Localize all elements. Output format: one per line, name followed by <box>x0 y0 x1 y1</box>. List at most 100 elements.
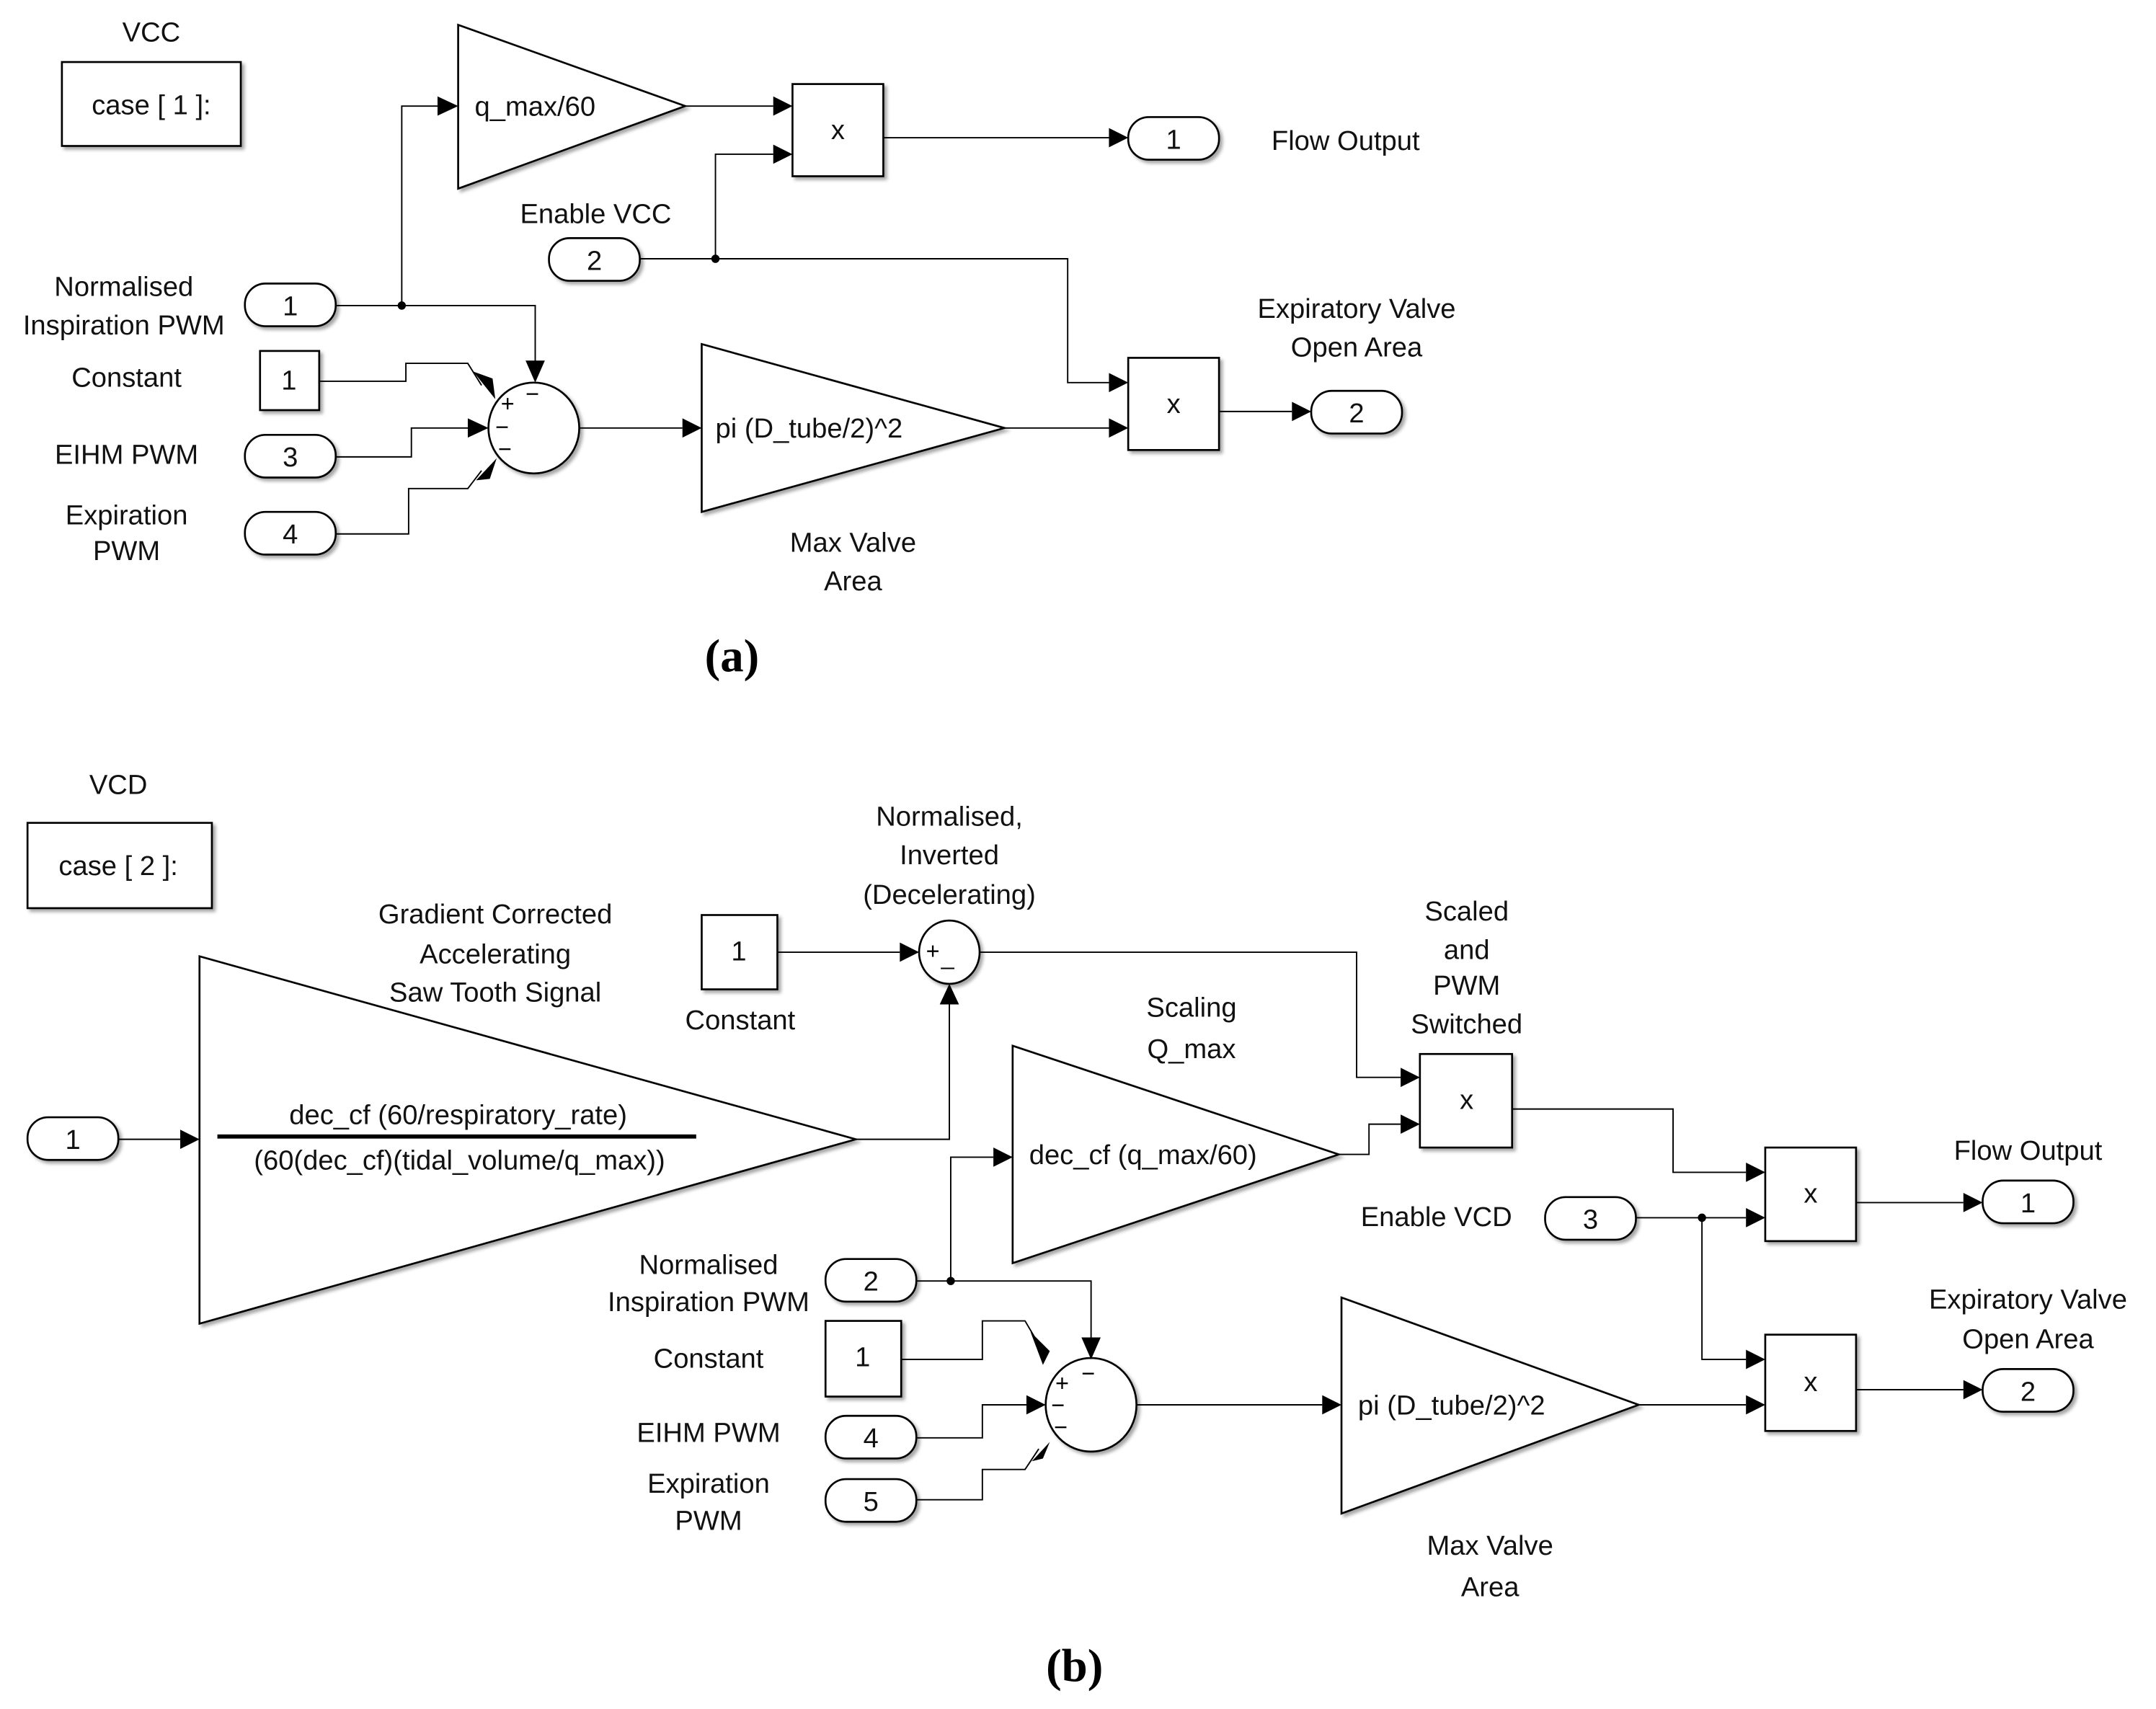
inport-label: PWM <box>675 1506 742 1537</box>
constant-value: 1 <box>731 936 746 967</box>
inport-label: Normalised <box>639 1250 778 1281</box>
product-block-flow[interactable] <box>1764 1146 1858 1243</box>
sum-sign: − <box>498 436 512 462</box>
sum-sign: + <box>926 938 940 964</box>
switch-label: and <box>1444 935 1490 966</box>
product-symbol: x <box>1804 1178 1817 1209</box>
wires-panel-b <box>118 942 1983 1501</box>
scaling-gain: dec_cf (q_max/60) <box>1029 1140 1257 1171</box>
panel-caption: (a) <box>705 631 760 683</box>
invert-label: (Decelerating) <box>863 879 1036 910</box>
sawtooth-label: Accelerating <box>420 938 571 969</box>
sum-sign: + <box>501 391 515 417</box>
outport-label: Open Area <box>1291 332 1423 363</box>
outport-expiratory-valve[interactable] <box>1982 1368 2075 1413</box>
sum-sign: − <box>1081 1361 1095 1387</box>
outport-label: Flow Output <box>1272 125 1420 156</box>
outport-flow-output[interactable] <box>1982 1179 2075 1225</box>
scaling-label: Q_max <box>1147 1034 1236 1065</box>
panel-a: VCC case [ 1 ]: q_max/60 x 1 Flow Output… <box>23 17 1456 682</box>
sawtooth-label: Saw Tooth Signal <box>389 977 601 1008</box>
case-label: case [ 1 ]: <box>92 90 210 121</box>
enable-label: Enable VCC <box>520 198 671 229</box>
outport-flow-output[interactable] <box>1127 116 1220 161</box>
product-block-valve[interactable] <box>1127 357 1220 451</box>
panel-caption: (b) <box>1046 1641 1103 1692</box>
max-valve-gain: pi (D_tube/2)^2 <box>1358 1390 1545 1421</box>
inport-number: 4 <box>864 1423 879 1454</box>
switch-label: Switched <box>1411 1009 1522 1040</box>
outport-number: 1 <box>1166 124 1181 155</box>
product-block-switch[interactable] <box>1419 1052 1514 1149</box>
product-symbol: x <box>831 115 845 146</box>
inport-number: 4 <box>283 519 298 550</box>
constant-value: 1 <box>281 365 296 396</box>
invert-label: Inverted <box>900 840 999 871</box>
inport-label: EIHM PWM <box>636 1418 780 1449</box>
sum-sign: − <box>1054 1414 1068 1440</box>
gain-qmax-block[interactable] <box>457 23 688 190</box>
case-block[interactable] <box>26 822 213 910</box>
sum-sign: + <box>1055 1370 1069 1396</box>
constant-label: Constant <box>654 1343 764 1374</box>
panel-b: VCD case [ 2 ]: 1 Gradient Corrected Acc… <box>26 770 2127 1692</box>
invert-constant-block[interactable] <box>701 914 778 990</box>
scaling-label: Scaling <box>1146 993 1236 1024</box>
max-valve-gain: pi (D_tube/2)^2 <box>716 413 903 444</box>
inport-number: 5 <box>864 1486 879 1517</box>
max-valve-label: Max Valve <box>790 528 916 559</box>
product-block-flow[interactable] <box>791 83 884 177</box>
sum-sign: − <box>1051 1392 1065 1418</box>
switch-label: Scaled <box>1424 896 1509 927</box>
constant-value: 1 <box>855 1342 870 1373</box>
case-title: VCD <box>89 770 148 801</box>
inport-label: Normalised <box>54 272 193 303</box>
inport-number: 3 <box>283 442 298 473</box>
inport-label: Expiration <box>66 500 188 531</box>
case-title: VCC <box>123 17 181 48</box>
inport-label: Inspiration PWM <box>608 1287 809 1318</box>
outport-label: Flow Output <box>1954 1135 2103 1166</box>
outport-label: Expiratory Valve <box>1258 293 1456 324</box>
inport-number: 1 <box>283 290 298 321</box>
invert-label: Normalised, <box>876 801 1023 832</box>
sum-sign: − <box>495 414 509 440</box>
max-valve-label: Max Valve <box>1427 1530 1553 1561</box>
product-symbol: x <box>1460 1085 1473 1116</box>
constant-label: Constant <box>686 1005 796 1036</box>
sum-sign: − <box>525 381 539 407</box>
product-block-valve[interactable] <box>1764 1333 1858 1432</box>
sawtooth-numerator: dec_cf (60/respiratory_rate) <box>289 1100 627 1131</box>
gain-qmax-label: q_max/60 <box>475 92 596 123</box>
sawtooth-denominator: (60(dec_cf)(tidal_volume/q_max)) <box>254 1145 665 1176</box>
product-symbol: x <box>1167 389 1181 420</box>
inport-number: 3 <box>1583 1204 1598 1235</box>
case-block[interactable] <box>61 61 242 147</box>
constant-block[interactable] <box>824 1320 902 1398</box>
inport-label: EIHM PWM <box>55 439 198 470</box>
sawtooth-label: Gradient Corrected <box>378 899 612 930</box>
case-label: case [ 2 ]: <box>58 851 177 882</box>
outport-number: 1 <box>2020 1188 2036 1219</box>
scaling-qmax-block[interactable] <box>1011 1044 1342 1265</box>
inport-number: 2 <box>864 1266 879 1297</box>
outport-expiratory-valve[interactable] <box>1310 389 1403 435</box>
outport-label: Open Area <box>1962 1324 2094 1355</box>
inport-label: PWM <box>93 536 160 567</box>
constant-label: Constant <box>71 363 182 394</box>
outport-number: 2 <box>1349 398 1364 429</box>
outport-label: Expiratory Valve <box>1929 1284 2127 1315</box>
max-valve-area-block[interactable] <box>1340 1296 1642 1515</box>
sawtooth-gain-block[interactable] <box>198 954 860 1326</box>
switch-label: PWM <box>1433 970 1500 1001</box>
max-valve-label: Area <box>1461 1571 1520 1602</box>
inport-label: Inspiration PWM <box>23 310 225 341</box>
inport-number: 2 <box>587 245 602 276</box>
enable-label: Enable VCD <box>1361 1202 1512 1233</box>
sum-sign: _ <box>941 944 955 969</box>
outport-number: 2 <box>2020 1376 2036 1407</box>
max-valve-label: Area <box>824 566 882 597</box>
inport-label: Expiration <box>647 1468 770 1499</box>
wires-panel-a <box>319 96 1312 535</box>
